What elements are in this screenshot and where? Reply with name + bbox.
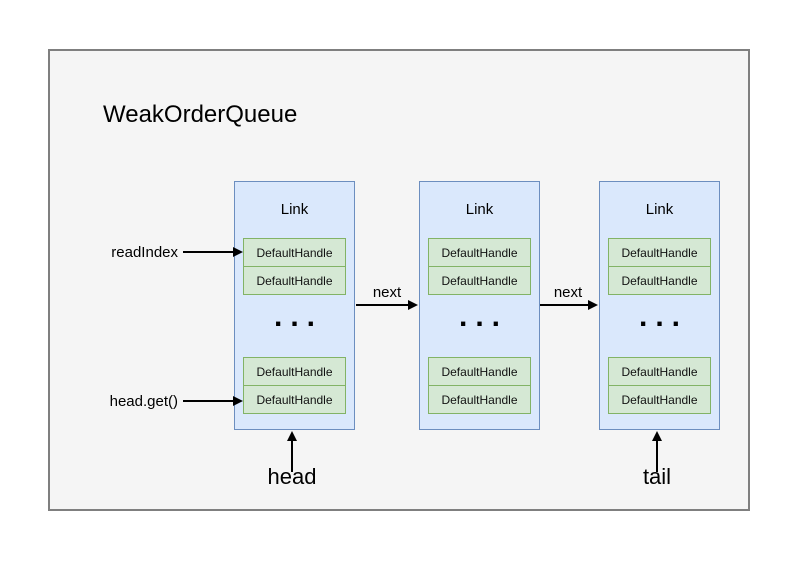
- arrowhead-right-icon: [588, 300, 598, 310]
- default-handle-cell: DefaultHandle: [243, 357, 346, 386]
- default-handle-cell: DefaultHandle: [428, 385, 531, 414]
- tail-arrow-line: [656, 440, 658, 472]
- default-handle-cell: DefaultHandle: [428, 238, 531, 267]
- default-handle-cell: DefaultHandle: [608, 266, 711, 295]
- arrowhead-right-icon: [233, 247, 243, 257]
- link-node-title: Link: [645, 201, 674, 218]
- next-label-2: next: [553, 284, 583, 301]
- link-node-1: Link DefaultHandle DefaultHandle ... Def…: [234, 181, 355, 430]
- default-handle-cell: DefaultHandle: [428, 357, 531, 386]
- default-handle-cell: DefaultHandle: [243, 385, 346, 414]
- arrowhead-right-icon: [408, 300, 418, 310]
- link-node-title: Link: [280, 201, 309, 218]
- default-handle-cell: DefaultHandle: [608, 357, 711, 386]
- head-arrow-line: [291, 440, 293, 472]
- link-top-cells: DefaultHandle DefaultHandle: [428, 238, 531, 295]
- arrowhead-up-icon: [287, 431, 297, 441]
- arrowhead-right-icon: [233, 396, 243, 406]
- ellipsis: ...: [458, 300, 508, 333]
- tail-label: tail: [642, 464, 672, 489]
- next-arrow-line-1: [356, 304, 409, 306]
- next-arrow-line-2: [540, 304, 589, 306]
- default-handle-cell: DefaultHandle: [608, 385, 711, 414]
- read-index-label: readIndex: [111, 244, 178, 261]
- default-handle-cell: DefaultHandle: [428, 266, 531, 295]
- link-node-2: Link DefaultHandle DefaultHandle ... Def…: [419, 181, 540, 430]
- link-node-title: Link: [465, 201, 494, 218]
- default-handle-cell: DefaultHandle: [243, 266, 346, 295]
- head-label: head: [267, 464, 317, 489]
- default-handle-cell: DefaultHandle: [608, 238, 711, 267]
- link-top-cells: DefaultHandle DefaultHandle: [243, 238, 346, 295]
- link-top-cells: DefaultHandle DefaultHandle: [608, 238, 711, 295]
- default-handle-cell: DefaultHandle: [243, 238, 346, 267]
- next-label-1: next: [372, 284, 402, 301]
- arrowhead-up-icon: [652, 431, 662, 441]
- ellipsis: ...: [638, 300, 688, 333]
- link-bottom-cells: DefaultHandle DefaultHandle: [608, 357, 711, 414]
- diagram-title: WeakOrderQueue: [103, 101, 298, 128]
- head-get-arrow-line: [183, 400, 234, 402]
- ellipsis: ...: [273, 300, 323, 333]
- link-bottom-cells: DefaultHandle DefaultHandle: [428, 357, 531, 414]
- head-get-label: head.get(): [109, 393, 178, 410]
- read-index-arrow-line: [183, 251, 234, 253]
- link-bottom-cells: DefaultHandle DefaultHandle: [243, 357, 346, 414]
- link-node-3: Link DefaultHandle DefaultHandle ... Def…: [599, 181, 720, 430]
